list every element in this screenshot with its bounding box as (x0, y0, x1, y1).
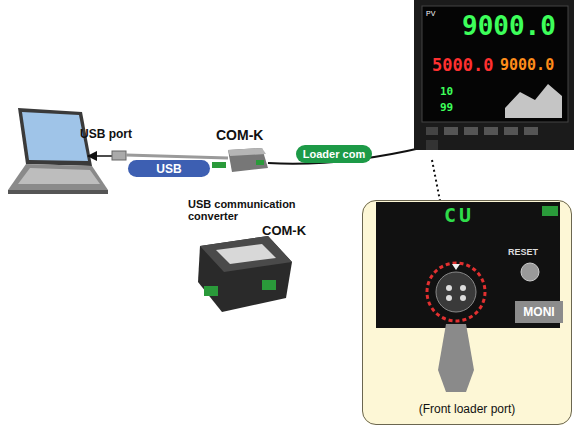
com-k-device-part (212, 162, 226, 168)
text-label: 9000.0 (462, 12, 556, 41)
text-label: COM-K (262, 224, 306, 238)
laptop-part (8, 190, 108, 194)
com-k-converter-part (200, 236, 292, 272)
com-k-converter-part (262, 280, 276, 290)
com-k-device-part (256, 160, 264, 165)
inset-panel-part (436, 272, 476, 312)
com-k-converter (198, 236, 292, 312)
inset-panel-part (438, 324, 474, 392)
inset-panel-part (460, 295, 466, 301)
controller (414, 0, 574, 150)
controller-part (505, 84, 562, 118)
label-band: MONI (515, 301, 563, 323)
text-label: RESET (508, 248, 538, 258)
controller-part (426, 140, 438, 150)
laptop-part (18, 168, 100, 184)
laptop-part (8, 164, 108, 190)
com-k-converter-part (198, 236, 292, 312)
inset-panel-part (460, 285, 466, 291)
label-band: USB (128, 160, 210, 177)
usb-cable-part (88, 155, 112, 157)
com-k-device-part (228, 148, 266, 156)
controller-part (524, 127, 538, 135)
inset-panel-part (542, 206, 558, 216)
text-label: USB port (80, 128, 132, 141)
controller-part (504, 127, 518, 135)
inset-panel-part (362, 200, 572, 425)
controller-part (444, 127, 458, 135)
laptop (8, 108, 108, 194)
inset-panel (362, 200, 572, 425)
inset-panel-part (521, 263, 539, 281)
usb-cable-part (126, 155, 228, 158)
node-text: Loader com (303, 148, 365, 160)
text-label: CU (444, 204, 474, 226)
node-text: USB (156, 162, 181, 176)
controller-part (484, 127, 498, 135)
text-label: 5000.0 (432, 56, 493, 75)
label-band: (Front loader port) MONI (362, 200, 572, 425)
controller-part (426, 127, 438, 135)
inset-panel-part (376, 202, 560, 328)
text-label: 99 (440, 102, 453, 114)
controller-part (464, 127, 478, 135)
inset-panel-part (427, 263, 485, 321)
node-text: MONI (523, 305, 554, 319)
com-k-converter-part (204, 286, 218, 296)
label-band: Loader com (296, 145, 372, 163)
com-k-device (212, 148, 268, 172)
inset-panel-part (452, 264, 460, 270)
text-label: USB communication converter (188, 198, 328, 222)
inset-panel-part (446, 295, 452, 301)
text-label: COM-K (216, 128, 263, 143)
text-label: 10 (440, 86, 453, 98)
laptop-part (22, 112, 88, 161)
text-label: PV (426, 10, 435, 18)
node-text: (Front loader port) (419, 402, 516, 416)
text-label: 9000.0 (500, 57, 554, 74)
inset-panel-part (446, 285, 452, 291)
com-k-converter-part (216, 244, 276, 264)
usb-cable (88, 151, 228, 160)
controller-part (414, 0, 574, 150)
com-k-device-part (228, 148, 268, 172)
controller-part (422, 6, 568, 122)
usb-cable-part (112, 151, 126, 160)
